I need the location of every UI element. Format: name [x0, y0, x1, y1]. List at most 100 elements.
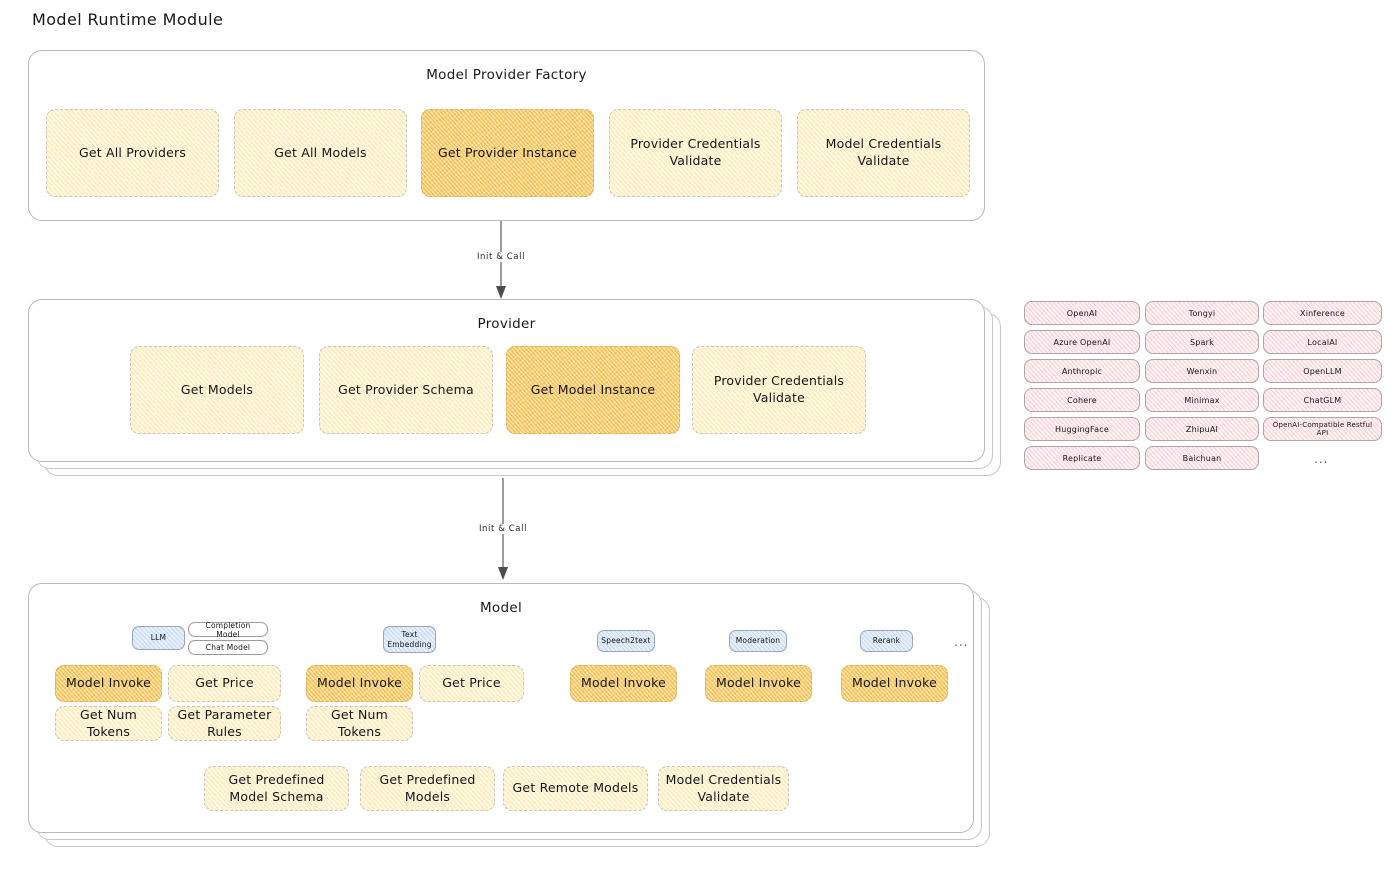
provider-chip-openai-compatible[interactable]: OpenAI-Compatible Restful API — [1263, 417, 1382, 441]
model-node-embedding-get-num-tokens[interactable]: Get Num Tokens — [306, 706, 413, 741]
chip-label: LocalAI — [1307, 337, 1338, 347]
model-node-moderation-model-invoke[interactable]: Model Invoke — [705, 665, 812, 702]
provider-chip-localai[interactable]: LocalAI — [1263, 330, 1382, 354]
model-subtype-tag-completion-model[interactable]: Completion Model — [188, 621, 268, 639]
model-title: Model — [479, 600, 523, 616]
provider-chip-anthropic[interactable]: Anthropic — [1024, 359, 1140, 383]
arrow-factory-to-provider: Init & Call — [0, 221, 1393, 301]
chip-label: Spark — [1190, 337, 1214, 347]
node-label: Provider Credentials Validate — [713, 373, 845, 405]
factory-node-provider-credentials-validate[interactable]: Provider Credentials Validate — [609, 109, 782, 197]
chip-label: OpenLLM — [1303, 366, 1342, 376]
chip-label: ZhipuAI — [1185, 424, 1219, 434]
tag-label: Rerank — [872, 636, 901, 646]
provider-chip-replicate[interactable]: Replicate — [1024, 446, 1140, 470]
provider-chip-openai[interactable]: OpenAI — [1024, 301, 1140, 325]
provider-node-get-provider-schema[interactable]: Get Provider Schema — [319, 346, 493, 434]
tag-label: LLM — [150, 633, 167, 643]
provider-chip-spark[interactable]: Spark — [1145, 330, 1259, 354]
tag-label: Chat Model — [205, 643, 251, 652]
node-label: Get Parameter Rules — [177, 706, 272, 739]
model-node-get-predefined-model-schema[interactable]: Get Predefined Model Schema — [204, 766, 349, 811]
model-node-llm-get-price[interactable]: Get Price — [168, 665, 281, 702]
chip-label: Anthropic — [1061, 366, 1103, 376]
provider-panel: Provider Get Models Get Provider Schema … — [28, 299, 985, 462]
node-label: Model Invoke — [851, 675, 938, 691]
model-type-tag-rerank[interactable]: Rerank — [860, 630, 913, 652]
provider-chip-chatglm[interactable]: ChatGLM — [1263, 388, 1382, 412]
node-label: Get Provider Schema — [338, 381, 474, 397]
provider-list-ellipsis: ... — [1314, 452, 1329, 466]
model-types-ellipsis: ... — [954, 635, 969, 649]
chip-label: ChatGLM — [1303, 395, 1342, 405]
chip-label: Azure OpenAI — [1053, 337, 1111, 347]
chip-label: Replicate — [1062, 453, 1102, 463]
provider-chip-minimax[interactable]: Minimax — [1145, 388, 1259, 412]
model-type-tag-llm[interactable]: LLM — [132, 626, 185, 650]
model-node-llm-get-parameter-rules[interactable]: Get Parameter Rules — [168, 706, 281, 741]
provider-node-get-models[interactable]: Get Models — [130, 346, 304, 434]
model-node-llm-get-num-tokens[interactable]: Get Num Tokens — [55, 706, 162, 741]
chip-label: OpenAI-Compatible Restful API — [1272, 421, 1373, 437]
node-label: Provider Credentials Validate — [630, 136, 761, 168]
factory-node-get-all-models[interactable]: Get All Models — [234, 109, 407, 197]
model-node-llm-model-invoke[interactable]: Model Invoke — [55, 665, 162, 702]
chip-label: OpenAI — [1066, 308, 1098, 318]
chip-label: Xinference — [1300, 308, 1345, 318]
model-node-get-remote-models[interactable]: Get Remote Models — [503, 766, 648, 811]
tag-label: Speech2text — [601, 636, 651, 646]
factory-node-get-provider-instance[interactable]: Get Provider Instance — [421, 109, 594, 197]
node-label: Get Models — [180, 381, 254, 397]
chip-label: Baichuan — [1182, 453, 1222, 463]
node-label: Model Invoke — [316, 675, 403, 691]
provider-chip-xinference[interactable]: Xinference — [1263, 301, 1382, 325]
node-label: Get Price — [442, 675, 501, 691]
model-type-tag-speech2text[interactable]: Speech2text — [597, 630, 655, 652]
model-type-tag-text-embedding[interactable]: Text Embedding — [383, 626, 436, 653]
arrow1-label: Init & Call — [473, 252, 529, 262]
provider-chip-list: OpenAI Azure OpenAI Anthropic Cohere Hug… — [1024, 300, 1384, 475]
provider-chip-openllm[interactable]: OpenLLM — [1263, 359, 1382, 383]
provider-node-get-model-instance[interactable]: Get Model Instance — [506, 346, 680, 434]
chip-label: Tongyi — [1188, 308, 1216, 318]
provider-chip-tongyi[interactable]: Tongyi — [1145, 301, 1259, 325]
model-type-tag-moderation[interactable]: Moderation — [729, 630, 787, 652]
provider-chip-wenxin[interactable]: Wenxin — [1145, 359, 1259, 383]
factory-node-model-credentials-validate[interactable]: Model Credentials Validate — [797, 109, 970, 197]
provider-chip-zhipuai[interactable]: ZhipuAI — [1145, 417, 1259, 441]
node-label: Get Predefined Model Schema — [228, 771, 325, 804]
chip-label: Minimax — [1184, 395, 1220, 405]
arrow2-label: Init & Call — [475, 524, 531, 534]
factory-node-get-all-providers[interactable]: Get All Providers — [46, 109, 219, 197]
provider-chip-cohere[interactable]: Cohere — [1024, 388, 1140, 412]
model-node-model-credentials-validate[interactable]: Model Credentials Validate — [658, 766, 789, 811]
model-node-embedding-get-price[interactable]: Get Price — [419, 665, 524, 702]
model-node-rerank-model-invoke[interactable]: Model Invoke — [841, 665, 948, 702]
chip-label: Wenxin — [1186, 366, 1218, 376]
node-label: Model Invoke — [580, 675, 667, 691]
provider-chip-huggingface[interactable]: HuggingFace — [1024, 417, 1140, 441]
node-label: Get Predefined Models — [379, 771, 476, 804]
provider-chip-azure-openai[interactable]: Azure OpenAI — [1024, 330, 1140, 354]
node-label: Model Invoke — [715, 675, 802, 691]
node-label: Get All Models — [274, 144, 367, 160]
node-label: Get Num Tokens — [330, 706, 389, 739]
factory-title: Model Provider Factory — [426, 67, 587, 83]
arrow-provider-to-model: Init & Call — [0, 478, 1393, 583]
chip-label: HuggingFace — [1055, 424, 1109, 434]
model-subtype-tag-chat-model[interactable]: Chat Model — [188, 640, 268, 655]
node-label: Get Model Instance — [530, 381, 656, 397]
model-node-get-predefined-models[interactable]: Get Predefined Models — [360, 766, 495, 811]
node-label: Get Price — [195, 675, 254, 691]
node-label: Model Credentials Validate — [665, 771, 782, 804]
provider-node-provider-credentials-validate[interactable]: Provider Credentials Validate — [692, 346, 866, 434]
model-node-embedding-model-invoke[interactable]: Model Invoke — [306, 665, 413, 702]
model-provider-factory-panel: Model Provider Factory Get All Providers… — [28, 50, 985, 221]
node-label: Get All Providers — [78, 144, 187, 160]
model-node-speech2text-model-invoke[interactable]: Model Invoke — [570, 665, 677, 702]
chip-label: Cohere — [1067, 395, 1097, 405]
node-label: Get Num Tokens — [79, 706, 138, 739]
model-panel: Model LLM Completion Model Chat Model Te… — [28, 583, 974, 833]
node-label: Get Provider Instance — [437, 144, 578, 160]
provider-chip-baichuan[interactable]: Baichuan — [1145, 446, 1259, 470]
